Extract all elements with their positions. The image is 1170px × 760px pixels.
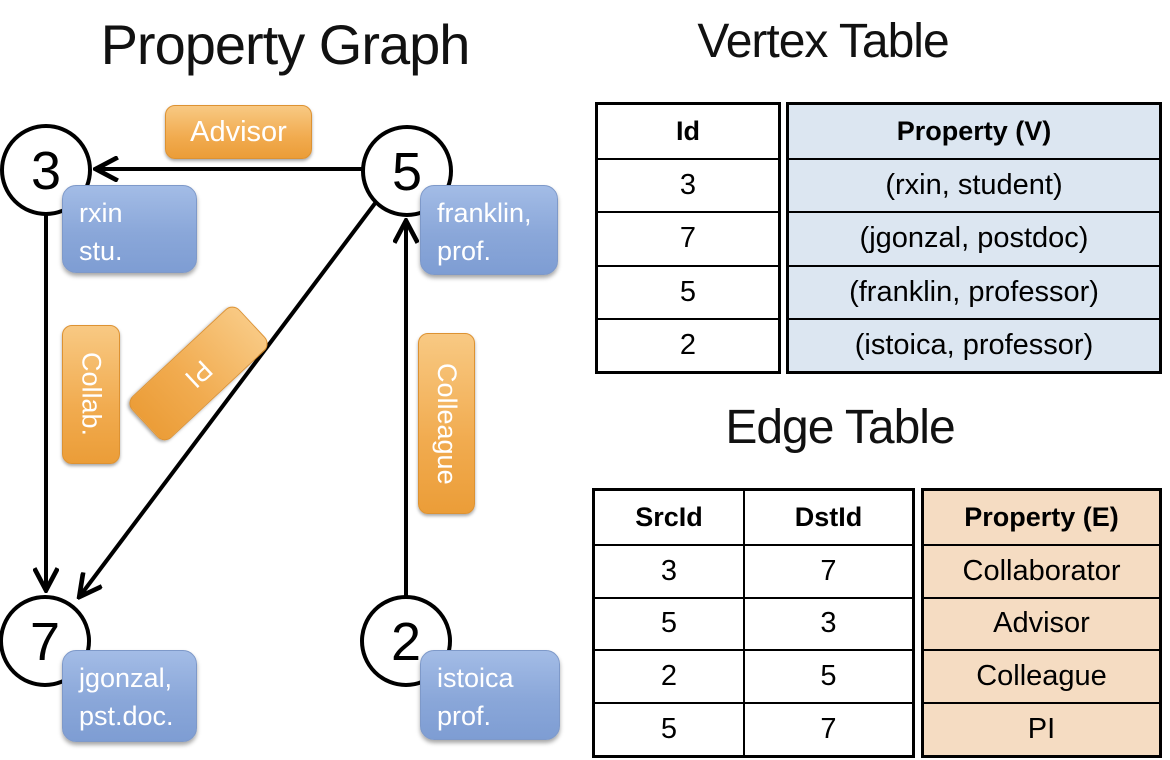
- property-graph-title: Property Graph: [100, 13, 471, 76]
- edge-table-property-header: Property (E): [924, 491, 1159, 544]
- edge-table-id-columns: SrcId 3 5 2 5 DstId 7 3 5 7: [592, 488, 915, 758]
- edge-table-srcid-header: SrcId: [635, 501, 703, 532]
- table-cell: 2: [598, 317, 778, 371]
- vertex-property-box-5: franklin, prof.: [420, 185, 558, 275]
- table-cell: 7: [745, 543, 912, 597]
- vertex-table-property-header: Property (V): [789, 105, 1159, 159]
- vertex-table-title: Vertex Table: [697, 15, 949, 68]
- table-cell: 7: [598, 211, 778, 264]
- table-cell: 2: [595, 649, 743, 702]
- table-cell: 3: [595, 543, 743, 597]
- edge-label-advisor: Advisor: [165, 105, 312, 159]
- table-cell: 7: [745, 702, 912, 755]
- vertex-property-box-2: istoica prof.: [420, 650, 560, 740]
- vertex-property-line: prof.: [437, 701, 492, 732]
- edge-table-dstid-header: DstId: [794, 501, 863, 532]
- table-cell: PI: [924, 702, 1159, 756]
- vertex-property-line: pst.doc.: [79, 701, 174, 732]
- edge-label-colleague: Colleague: [418, 333, 475, 514]
- vertex-table-id-header: Id: [676, 116, 700, 147]
- table-cell: Colleague: [924, 649, 1159, 703]
- graph-node-2-id: 2: [390, 612, 422, 672]
- edge-table-dstid-column: DstId 7 3 5 7: [745, 491, 912, 755]
- vertex-property-line: istoica: [437, 663, 514, 693]
- table-cell: Advisor: [924, 596, 1159, 650]
- edge-table-srcid-column: SrcId 3 5 2 5: [595, 491, 745, 755]
- table-cell: (istoica, professor): [789, 317, 1159, 371]
- edge-table-property-column: Property (E) Collaborator Advisor Collea…: [921, 488, 1162, 758]
- vertex-property-box-3: rxin stu.: [62, 185, 197, 273]
- edge-label-collab: Collab.: [62, 325, 120, 464]
- edge-pi-5-to-7: [80, 200, 378, 596]
- vertex-property-line: rxin: [79, 198, 123, 228]
- table-cell: (franklin, professor): [789, 264, 1159, 318]
- graph-node-3-id: 3: [30, 141, 62, 201]
- vertex-property-line: jgonzal,: [79, 663, 173, 693]
- table-cell: Collaborator: [924, 543, 1159, 597]
- graph-node-5-id: 5: [391, 142, 423, 202]
- table-cell: (jgonzal, postdoc): [789, 211, 1159, 265]
- table-cell: (rxin, student): [789, 158, 1159, 212]
- vertex-property-line: stu.: [79, 236, 123, 267]
- vertex-property-box-7: jgonzal, pst.doc.: [62, 650, 197, 742]
- table-cell: 5: [598, 264, 778, 318]
- vertex-property-line: prof.: [437, 236, 492, 267]
- property-graph-panel: Property Graph 3 5 7 2 Advisor Collab. P…: [0, 13, 560, 742]
- table-cell: 5: [595, 596, 743, 650]
- table-cell: 5: [595, 702, 743, 755]
- graph-node-7-id: 7: [29, 612, 61, 672]
- table-cell: 3: [598, 158, 778, 211]
- edge-table-title: Edge Table: [725, 401, 955, 454]
- table-cell: 3: [745, 596, 912, 650]
- table-cell: 5: [745, 649, 912, 702]
- vertex-table-id-column: Id 3 7 5 2: [595, 102, 781, 374]
- vertex-table-property-column: Property (V) (rxin, student) (jgonzal, p…: [786, 102, 1162, 374]
- vertex-property-line: franklin,: [437, 198, 532, 228]
